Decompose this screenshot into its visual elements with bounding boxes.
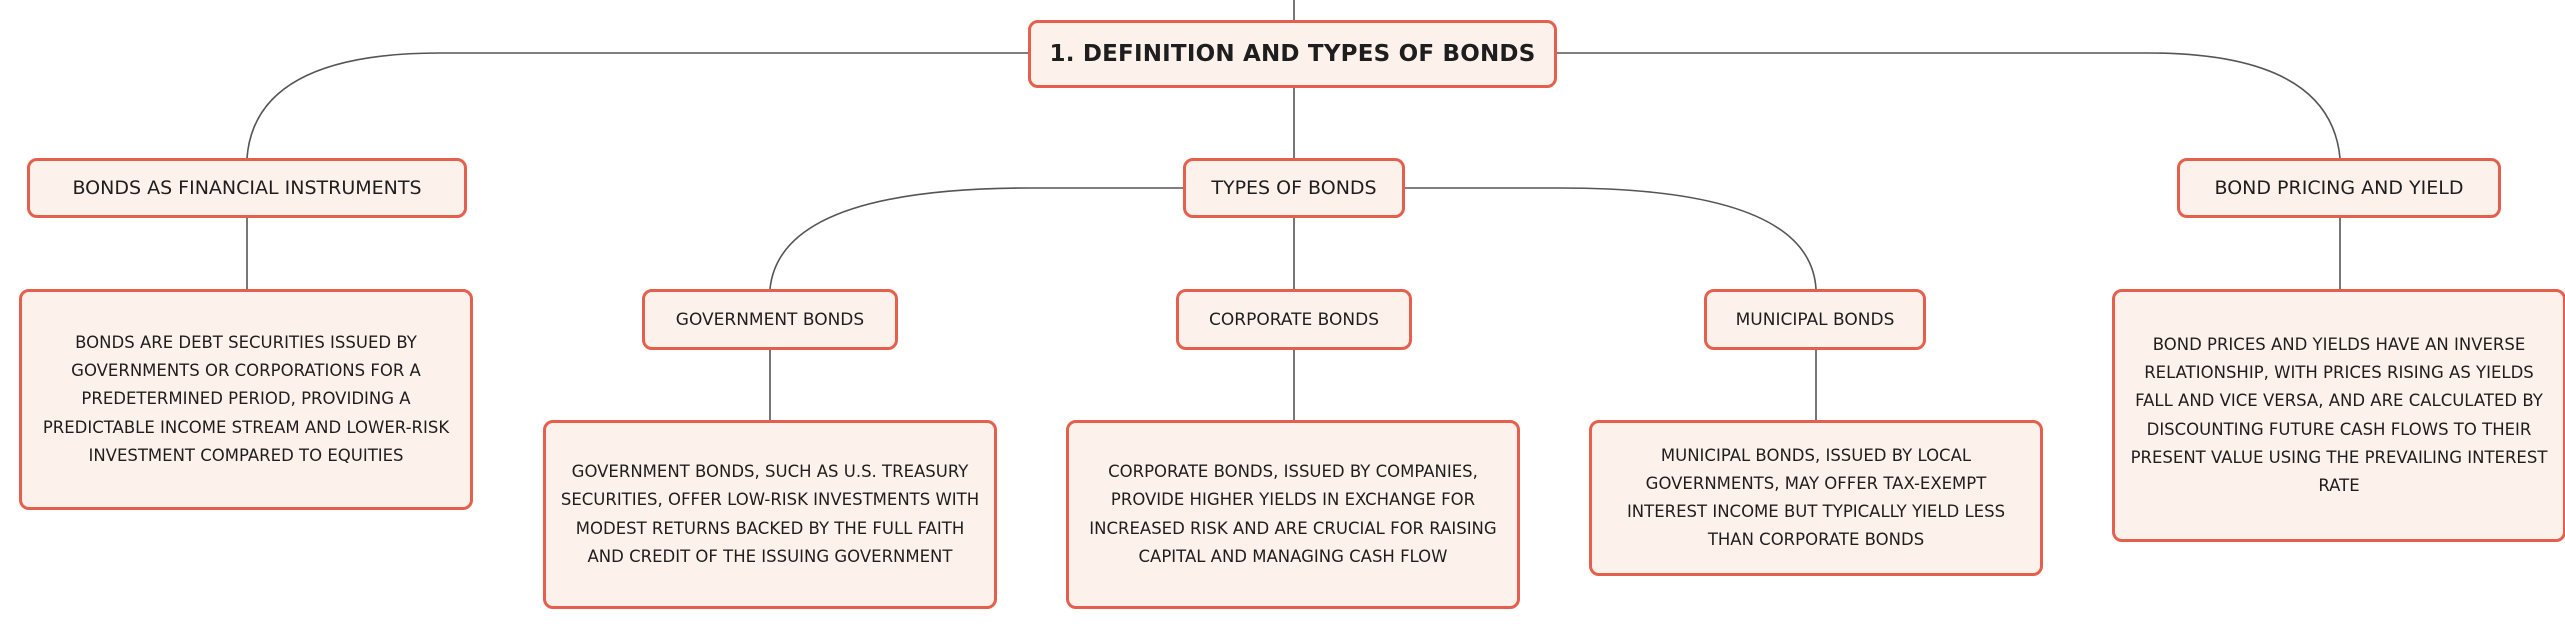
subtopic-municipal-bonds[interactable]: MUNICIPAL BONDS [1704, 289, 1926, 350]
desc-corporate-bonds[interactable]: CORPORATE BONDS, ISSUED BY COMPANIES, PR… [1066, 420, 1520, 609]
subtopic-label: CORPORATE BONDS [1209, 309, 1379, 330]
connector-root-to-instruments [246, 52, 1028, 159]
desc-text: MUNICIPAL BONDS, ISSUED BY LOCAL GOVERNM… [1626, 445, 2006, 550]
branch-bond-pricing-and-yield[interactable]: BOND PRICING AND YIELD [2177, 158, 2501, 218]
subtopic-corporate-bonds[interactable]: CORPORATE BONDS [1176, 289, 1412, 350]
desc-bond-pricing-and-yield[interactable]: BOND PRICES AND YIELDS HAVE AN INVERSE R… [2112, 289, 2565, 542]
branch-label: TYPES OF BONDS [1211, 177, 1377, 199]
desc-text: GOVERNMENT BONDS, SUCH AS U.S. TREASURY … [560, 462, 980, 566]
desc-text: BONDS ARE DEBT SECURITIES ISSUED BY GOVE… [42, 333, 450, 465]
root-topic[interactable]: 1. DEFINITION AND TYPES OF BONDS [1028, 20, 1557, 88]
subtopic-label: GOVERNMENT BONDS [675, 309, 865, 330]
subtopic-label: MUNICIPAL BONDS [1735, 309, 1895, 330]
branch-bonds-as-financial-instruments[interactable]: BONDS AS FINANCIAL INSTRUMENTS [27, 158, 467, 218]
desc-municipal-bonds[interactable]: MUNICIPAL BONDS, ISSUED BY LOCAL GOVERNM… [1589, 420, 2043, 576]
desc-bonds-as-financial-instruments[interactable]: BONDS ARE DEBT SECURITIES ISSUED BY GOVE… [19, 289, 473, 510]
subtopic-government-bonds[interactable]: GOVERNMENT BONDS [642, 289, 898, 350]
connector-types-to-municipal [1405, 187, 1817, 290]
branch-types-of-bonds[interactable]: TYPES OF BONDS [1183, 158, 1405, 218]
desc-text: CORPORATE BONDS, ISSUED BY COMPANIES, PR… [1089, 462, 1497, 566]
desc-government-bonds[interactable]: GOVERNMENT BONDS, SUCH AS U.S. TREASURY … [543, 420, 997, 609]
desc-text: BOND PRICES AND YIELDS HAVE AN INVERSE R… [2130, 335, 2548, 495]
branch-label: BOND PRICING AND YIELD [2214, 177, 2464, 199]
connector-types-to-government [769, 187, 1183, 290]
root-topic-label: 1. DEFINITION AND TYPES OF BONDS [1049, 41, 1536, 67]
branch-label: BONDS AS FINANCIAL INSTRUMENTS [72, 177, 422, 199]
connector-root-to-pricing [1557, 52, 2341, 159]
